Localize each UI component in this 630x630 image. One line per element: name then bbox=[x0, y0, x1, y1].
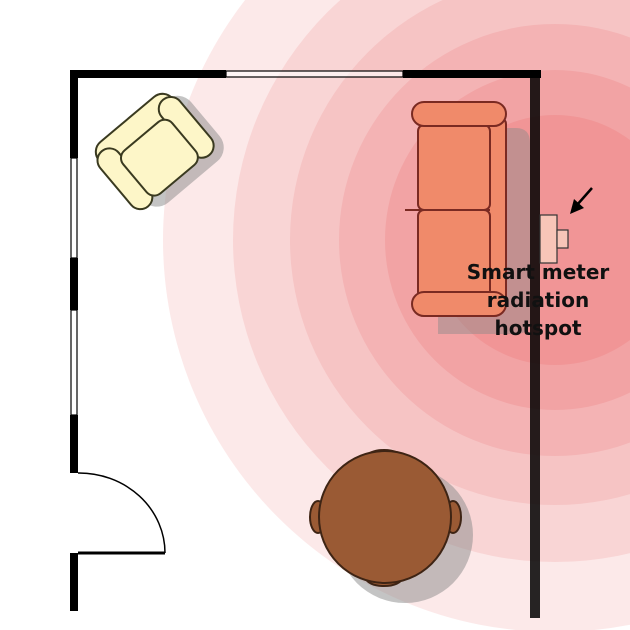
hotspot-label-line-2: radiation bbox=[486, 288, 590, 312]
wall-left-top bbox=[70, 70, 78, 158]
window-left-upper bbox=[70, 157, 78, 259]
sofa-arm-bottom bbox=[411, 291, 507, 317]
hotspot-label: Smart meter radiation hotspot bbox=[448, 258, 628, 342]
wall-top-left bbox=[70, 70, 226, 78]
sofa bbox=[405, 101, 530, 334]
sofa-arm-top bbox=[411, 101, 507, 127]
walls bbox=[70, 70, 541, 618]
armchair-seat bbox=[120, 118, 199, 197]
dining-table bbox=[309, 449, 473, 603]
arrow-down-left-icon bbox=[570, 187, 593, 214]
wall-top-right bbox=[403, 70, 541, 78]
window-top bbox=[225, 70, 404, 78]
door-swing bbox=[77, 472, 166, 554]
sofa-cushion-top bbox=[417, 124, 491, 211]
table-top bbox=[318, 450, 452, 584]
wall-left-mid bbox=[70, 258, 78, 310]
wall-left-lower bbox=[70, 415, 78, 473]
smart-meter-icon bbox=[539, 214, 569, 264]
wall-left-bottom bbox=[70, 553, 78, 611]
hotspot-label-line-3: hotspot bbox=[494, 316, 582, 340]
hotspot-label-line-1: Smart meter bbox=[466, 260, 610, 284]
window-left-lower bbox=[70, 309, 78, 416]
armchair bbox=[94, 92, 224, 211]
wall-right bbox=[530, 70, 540, 618]
radiation-ring-1 bbox=[163, 0, 630, 630]
